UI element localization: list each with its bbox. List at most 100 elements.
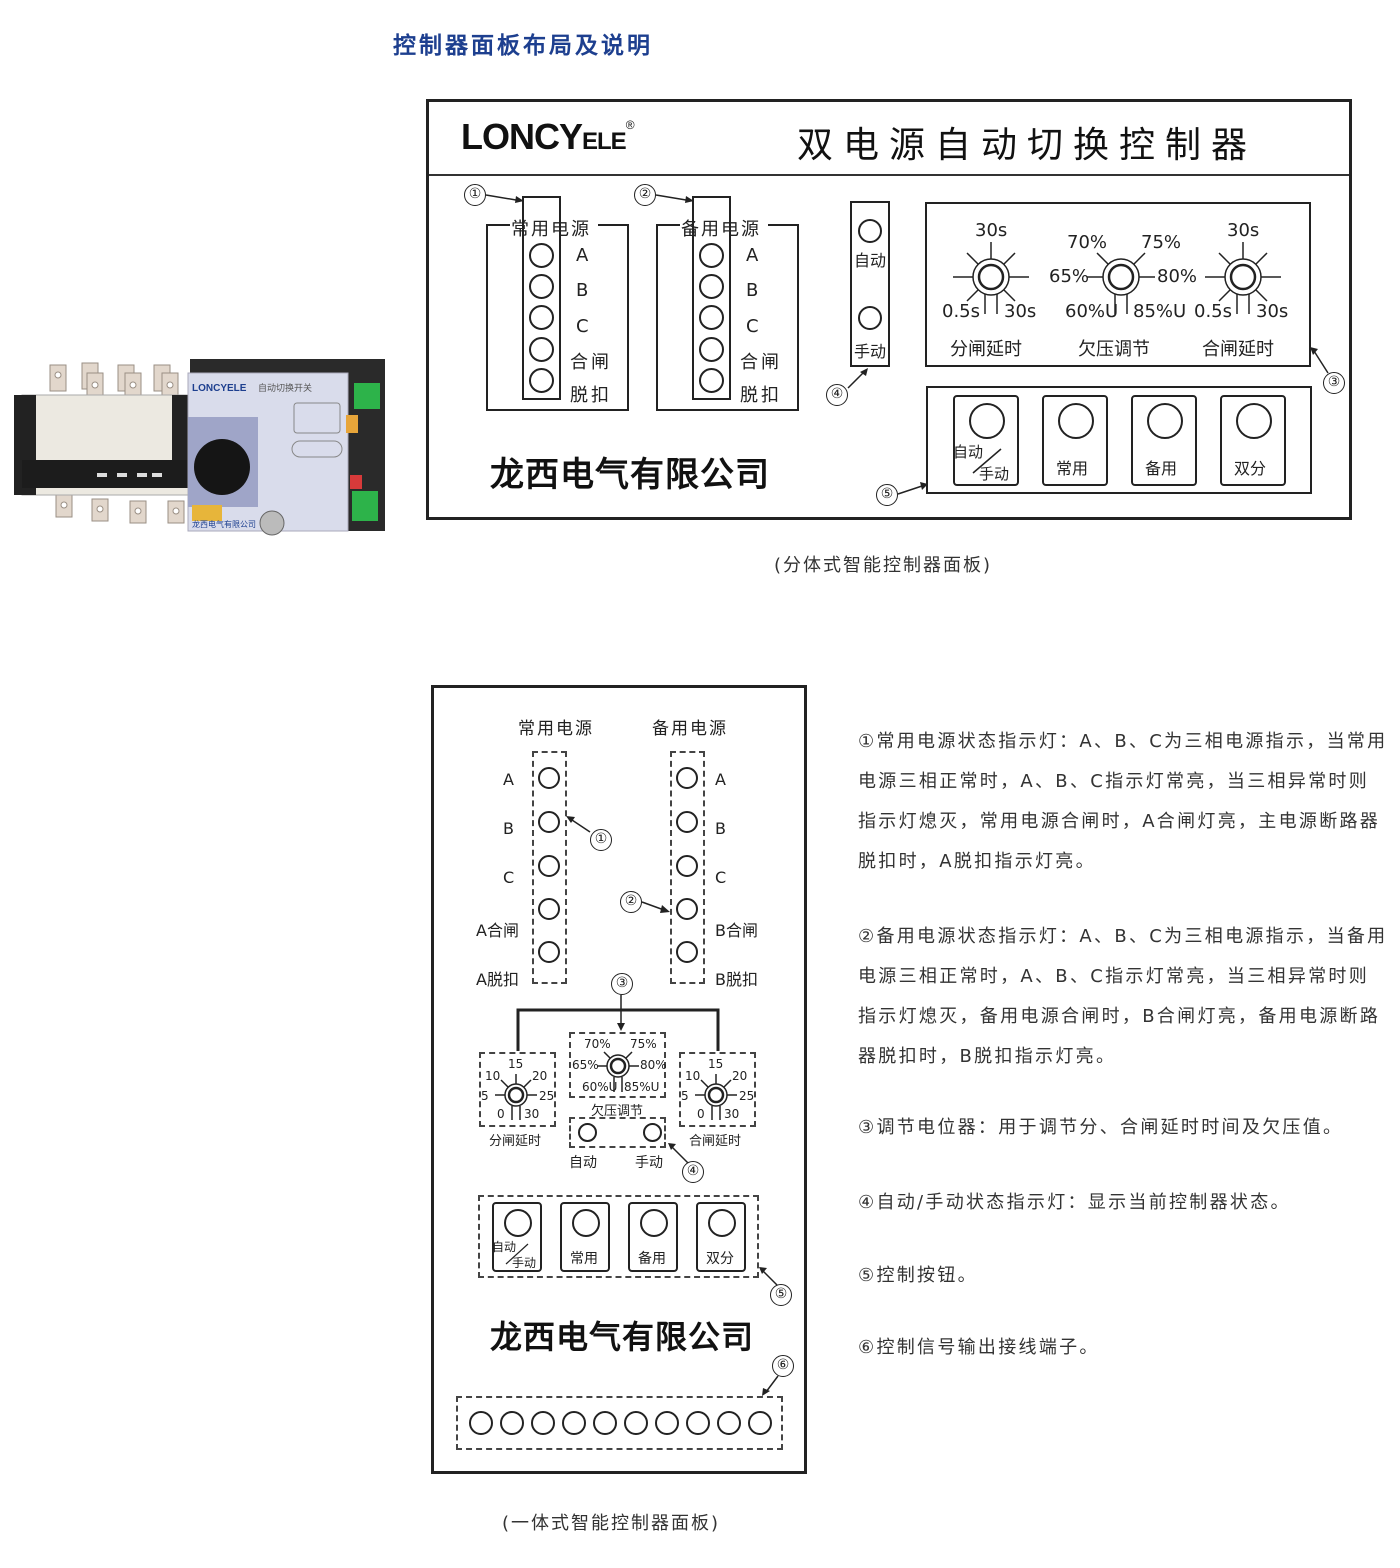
int-callout-5-arrow: [759, 1267, 778, 1286]
auto-indicator: [858, 219, 882, 243]
manual-label: 手动: [854, 342, 887, 361]
callout-1-arrow: [485, 194, 524, 203]
callout-5: ⑤: [876, 484, 898, 506]
terminal-10: [748, 1411, 772, 1435]
open-delay-top: 30s: [975, 220, 1008, 241]
double-open-button[interactable]: 双分: [1220, 395, 1286, 486]
int-double-open-button[interactable]: 双分: [696, 1202, 746, 1272]
button-label-auto: 自动: [492, 1240, 517, 1254]
int-main-indicator-b: [538, 811, 560, 833]
backup-label-c: C: [746, 316, 759, 337]
brand-name: LONCY: [461, 116, 583, 157]
button-lamp: [1236, 403, 1272, 439]
button-label: 常用: [570, 1251, 598, 1267]
close-delay-top: 30s: [1227, 220, 1260, 241]
tick: 30: [724, 1107, 740, 1121]
int-backup-indicator-c: [676, 855, 698, 877]
int-main-indicator-strip: [532, 751, 567, 984]
int-auto-manual-button[interactable]: 自动 手动: [492, 1202, 542, 1272]
int-callout-1: ①: [590, 829, 612, 851]
int-backup-label-c: C: [715, 868, 727, 887]
int-control-buttons-box: [478, 1195, 759, 1278]
int-backup-indicator-b: [676, 811, 698, 833]
button-lamp: [640, 1209, 668, 1237]
int-callout-1-arrow: [566, 816, 591, 833]
button-label-auto: 自动: [953, 443, 984, 461]
callout-5-arrow: [897, 482, 928, 495]
desc-number: ①: [858, 731, 877, 752]
main-indicator-trip: [529, 368, 554, 393]
tick: 80%: [640, 1058, 667, 1072]
callout-3-arrow: [1310, 347, 1329, 374]
description-4: ④自动/手动状态指示灯：显示当前控制器状态。: [858, 1183, 1388, 1223]
description-1: ①常用电源状态指示灯：A、B、C为三相电源指示，当常用电源三相正常时，A、B、C…: [858, 722, 1388, 882]
main-source-button[interactable]: 常用: [1042, 395, 1108, 486]
int-main-label-trip: A脱扣: [476, 970, 519, 989]
backup-label-trip: 脱扣: [740, 385, 782, 406]
desc-number: ②: [858, 926, 877, 947]
registered-mark: ®: [625, 118, 635, 132]
backup-source-button[interactable]: 备用: [1131, 395, 1197, 486]
desc-text: 常用电源状态指示灯：A、B、C为三相电源指示，当常用电源三相正常时，A、B、C指…: [858, 731, 1388, 872]
integrated-controller-panel: [431, 685, 807, 1474]
main-indicator-b: [529, 274, 554, 299]
int-backup-indicator-a: [676, 767, 698, 789]
panel-header: LONCYELE® 双电源自动切换控制器: [429, 102, 1349, 176]
terminal-8: [686, 1411, 710, 1435]
uv-tick-80: 80%: [1157, 266, 1198, 287]
main-source-label: 常用电源: [511, 219, 591, 240]
desc-number: ③: [858, 1117, 877, 1138]
callout-4: ④: [826, 384, 848, 406]
backup-indicator-b: [699, 274, 724, 299]
int-callout-4-arrow: [668, 1143, 689, 1164]
int-callout-6-arrow: [762, 1375, 779, 1396]
potentiometer-panel: [925, 202, 1311, 367]
button-label: 双分: [706, 1251, 734, 1267]
terminal-7: [655, 1411, 679, 1435]
int-auto-indicator: [578, 1123, 597, 1142]
main-label-close: 合闸: [570, 352, 612, 373]
int-callout-5: ⑤: [770, 1284, 792, 1306]
close-delay-max: 30s: [1256, 301, 1289, 322]
tick: 25: [739, 1089, 755, 1103]
tick: 60%U: [582, 1080, 618, 1094]
brand-suffix: ELE: [582, 128, 627, 155]
int-callout-3-bracket: [516, 995, 720, 1051]
auto-manual-button[interactable]: 自动 手动: [953, 395, 1019, 486]
undervoltage-label: 欠压调节: [1078, 339, 1150, 360]
description-2: ②备用电源状态指示灯：A、B、C为三相电源指示，当备用电源三相正常时，A、B、C…: [858, 917, 1388, 1077]
desc-text: 调节电位器：用于调节分、合闸延时时间及欠压值。: [876, 1117, 1344, 1138]
int-callout-2: ②: [620, 891, 642, 913]
int-main-indicator-trip: [538, 941, 560, 963]
int-main-source-button[interactable]: 常用: [560, 1202, 610, 1272]
callout-2-arrow: [655, 194, 694, 203]
open-delay-label: 分闸延时: [950, 339, 1022, 360]
backup-indicator-close: [699, 337, 724, 362]
desc-text: 控制信号输出接线端子。: [876, 1337, 1100, 1358]
uv-tick-70: 70%: [1067, 232, 1108, 253]
svg-text:LONCYELE: LONCYELE: [192, 383, 247, 394]
uv-tick-75: 75%: [1141, 232, 1182, 253]
button-lamp: [969, 403, 1005, 439]
main-label-trip: 脱扣: [570, 385, 612, 406]
tick: 20: [532, 1069, 548, 1083]
backup-label-b: B: [746, 280, 759, 301]
main-source-frame: [486, 224, 629, 411]
callout-4-arrow: [847, 368, 868, 389]
panel-title: 双电源自动切换控制器: [797, 125, 1258, 166]
uv-tick-65: 65%: [1049, 266, 1090, 287]
int-callout-3: ③: [611, 973, 633, 995]
tick: 15: [708, 1057, 724, 1071]
product-photo: LONCYELE 自动切换开关 龙西电气有限公司: [12, 355, 392, 536]
int-main-label-close: A合闸: [476, 921, 519, 940]
int-backup-source-button[interactable]: 备用: [628, 1202, 678, 1272]
desc-text: 控制按钮。: [876, 1265, 978, 1286]
int-callout-6: ⑥: [772, 1355, 794, 1377]
button-label: 双分: [1234, 459, 1267, 478]
callout-2: ②: [634, 184, 656, 206]
description-5: ⑤控制按钮。: [858, 1256, 1388, 1296]
main-indicator-c: [529, 305, 554, 330]
tick: 10: [685, 1069, 701, 1083]
split-panel-caption: (分体式智能控制器面板): [774, 555, 993, 576]
button-label: 备用: [1145, 459, 1178, 478]
